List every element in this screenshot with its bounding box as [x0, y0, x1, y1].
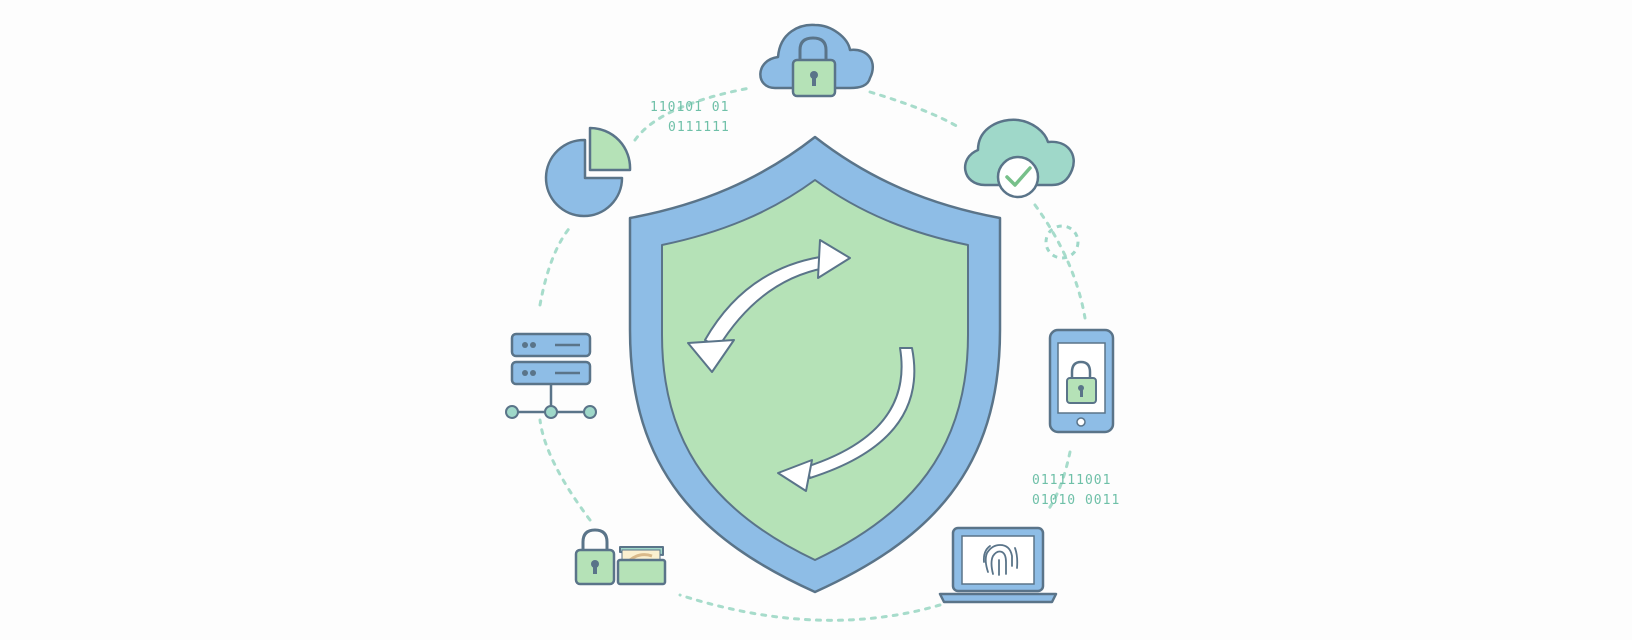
binary-line: 011111001: [1032, 473, 1111, 488]
server-network-icon: [505, 332, 597, 419]
sync-dots-icon: [1044, 224, 1080, 260]
binary-line: 0111111: [668, 120, 730, 135]
binary-text-bottom-right: 011111001 01010 0011: [1032, 473, 1120, 508]
laptop-fingerprint-icon: [938, 526, 1058, 604]
padlock-icon: [574, 528, 616, 586]
smartphone-lock-icon: [1048, 328, 1115, 434]
binary-line: 01010 0011: [1032, 493, 1120, 508]
folder-icon: [616, 546, 667, 586]
dashed-ring: [538, 86, 1087, 622]
cloud-lock-icon: [759, 23, 875, 98]
shield-icon: [628, 135, 1002, 594]
binary-text-top-left: 110101 01 0111111: [650, 100, 730, 135]
cloud-check-icon: [963, 118, 1075, 199]
binary-line: 110101 01: [650, 100, 729, 115]
fingerprint-icon: [982, 544, 1019, 576]
sync-arrows-icon: [687, 239, 916, 492]
pie-chart-icon: [544, 126, 632, 218]
